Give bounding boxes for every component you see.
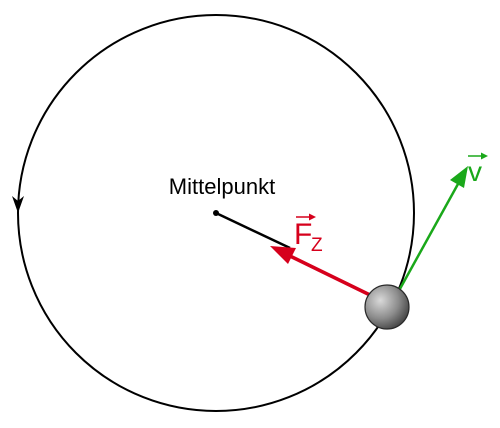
force-letter: F [294,218,312,251]
radius-line [215,211,291,250]
center-label: Mittelpunkt [169,174,275,199]
orbit-direction-arrow [12,196,24,213]
orbiting-mass [364,284,410,330]
velocity-letter: v [468,156,482,187]
force-label: F Z [294,213,323,256]
velocity-label: v [468,152,488,187]
centripetal-force-arrow [270,246,371,297]
force-subscript: Z [311,235,323,256]
velocity-arrow [394,166,468,297]
